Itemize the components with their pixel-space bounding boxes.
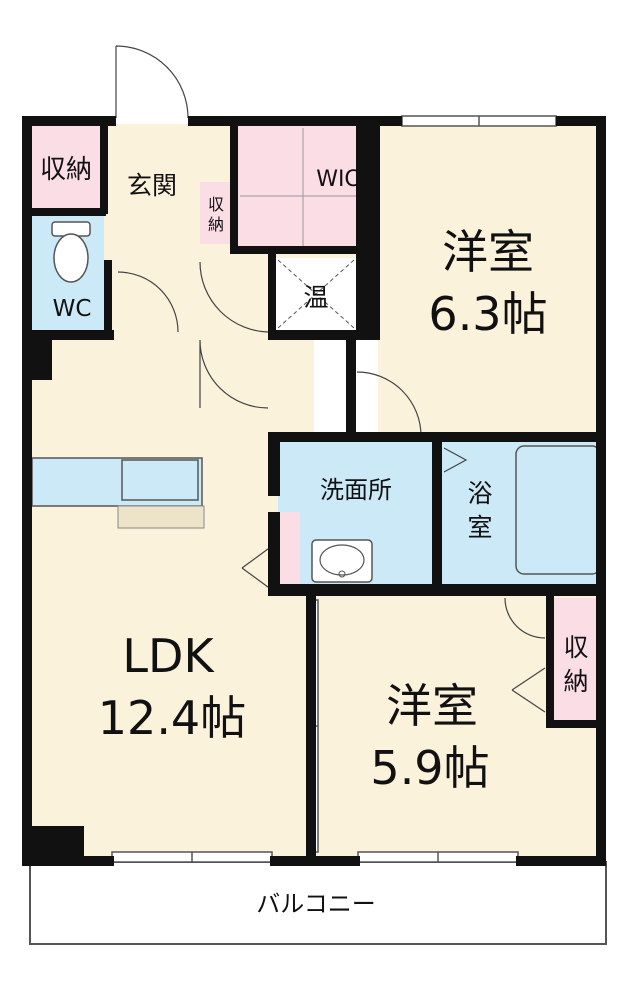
walls: [22, 116, 606, 866]
storage-right-label-1: 収: [563, 633, 588, 662]
entrance-label: 玄関: [127, 171, 177, 200]
ldk-floor: [30, 340, 314, 862]
western1-floor: [378, 124, 604, 436]
bath-label-2: 室: [467, 513, 492, 542]
western1-name: 洋室: [442, 225, 534, 279]
storage-right-label-2: 納: [563, 667, 588, 696]
storage-right-floor: [550, 598, 602, 724]
kitchen-sink: [121, 459, 199, 501]
storage-top-left-label: 収納: [40, 155, 92, 185]
ldk-name: LDK: [122, 629, 215, 683]
western1-size: 6.3帖: [428, 287, 547, 341]
washbasin-drain: [338, 570, 346, 578]
wc-label: WC: [53, 296, 92, 322]
bath-label-1: 浴: [467, 479, 492, 508]
storage-top-left-floor: [30, 124, 104, 210]
wic-floor: [237, 124, 373, 248]
washbasin-bowl: [319, 544, 365, 576]
washroom-label: 洗面所: [320, 476, 392, 504]
western2-name: 洋室: [386, 679, 478, 733]
entrance-storage-label-1: 収: [208, 195, 224, 214]
ldk-size: 12.4帖: [98, 691, 246, 745]
kitchen-back: [117, 505, 205, 529]
balcony-area: [29, 861, 607, 945]
western2-size: 5.9帖: [370, 741, 489, 795]
entrance-storage-label-2: 納: [208, 215, 224, 234]
toilet-bowl: [53, 233, 89, 283]
wic-label: WIC: [316, 167, 360, 192]
water-heater-cross-2: [277, 259, 355, 329]
bathtub: [515, 445, 601, 575]
door-swings: [115, 45, 546, 713]
balcony-label: バルコニー: [256, 890, 376, 918]
entrance-storage-floor: [200, 182, 232, 244]
water-heater-label: 温: [303, 283, 328, 312]
